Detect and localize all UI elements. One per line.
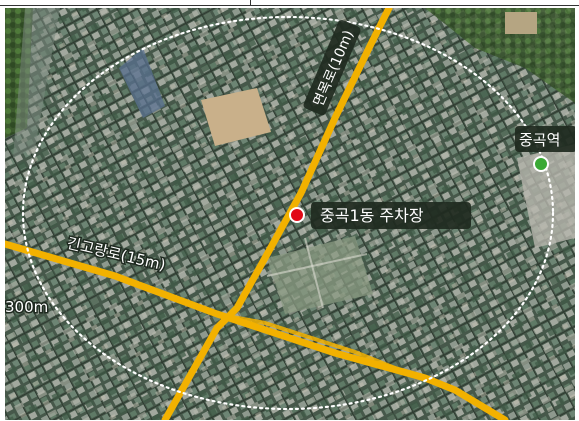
top-rule xyxy=(0,5,579,6)
red-dot-pin-icon xyxy=(289,207,305,223)
station-area xyxy=(517,144,575,248)
road-gingorang-ro xyxy=(5,240,509,420)
place-label-box xyxy=(311,202,471,229)
green-area-northeast xyxy=(425,8,575,103)
radius-300m-circle xyxy=(21,15,555,411)
bare-lot-northeast xyxy=(505,12,537,34)
top-tick xyxy=(250,0,251,6)
satellite-map: 면목로(10m) 긴고랑로(15m) 300m 중곡1동 주차장 중곡역 xyxy=(5,8,575,420)
school-field xyxy=(201,88,271,146)
green-dot-station-icon xyxy=(533,156,549,172)
place-label: 중곡1동 주차장 xyxy=(320,206,424,225)
radius-label: 300m xyxy=(5,298,48,316)
station-label-box xyxy=(515,126,575,152)
road-lower-branch xyxy=(216,312,426,382)
central-plaza xyxy=(267,236,373,314)
rail-yard-west xyxy=(13,8,60,158)
station-label: 중곡역 xyxy=(519,131,560,149)
blue-roof-buildings xyxy=(119,48,165,118)
road-myeonmok-ro xyxy=(161,8,393,420)
